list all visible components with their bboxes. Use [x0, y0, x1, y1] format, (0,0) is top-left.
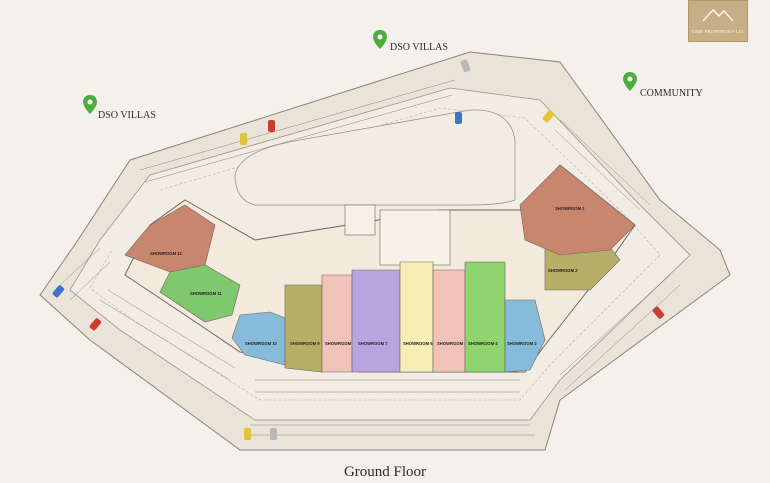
- showroom-area: [504, 299, 546, 373]
- floor-caption: Ground Floor: [343, 464, 427, 480]
- showroom-label: SHOWROOM 2: [548, 268, 578, 273]
- label-dso-villas-left: DSO VILLAS: [98, 110, 156, 121]
- logo-text: TIME PROPERTIES LLC: [691, 29, 745, 34]
- showroom-label: SHOWROOM 10: [245, 341, 278, 346]
- label-dso-villas-top: DSO VILLAS: [390, 42, 448, 53]
- showroom-label: SHOWROOM 4: [468, 341, 498, 346]
- showroom-area: [399, 261, 434, 373]
- car-yellow: [542, 110, 555, 123]
- showroom-area: [284, 284, 323, 373]
- showroom-area: [464, 261, 506, 373]
- car-blue: [455, 112, 462, 124]
- showroom-label: SHOWROOM 1: [555, 206, 585, 211]
- car-yellow: [240, 133, 247, 145]
- showroom-label: SHOWROOM 6: [403, 341, 433, 346]
- parking-stalls: [59, 79, 681, 436]
- drive-lane-line: [89, 107, 661, 401]
- showroom-area: [321, 274, 353, 373]
- car-red: [268, 120, 275, 132]
- car-grey: [270, 428, 277, 440]
- building-core-north: [344, 204, 376, 236]
- showroom-label: SHOWROOM 12: [150, 251, 183, 256]
- location-pin-icon: [83, 95, 97, 114]
- building-core: [379, 209, 451, 266]
- car-red: [652, 306, 665, 319]
- location-pin-icon: [623, 72, 637, 91]
- parked-cars: [52, 59, 665, 440]
- showroom-label: SHOWROOM 7: [358, 341, 388, 346]
- showroom-label: SHOWROOM 3: [507, 341, 537, 346]
- showroom-area: [519, 164, 636, 256]
- showroom-label: SHOWROOM 5: [437, 341, 467, 346]
- car-yellow: [244, 428, 251, 440]
- showroom-area: [351, 269, 401, 373]
- inner-loop-road: [234, 109, 516, 206]
- showroom-area: [432, 269, 466, 373]
- car-blue: [52, 285, 65, 298]
- company-logo: TIME PROPERTIES LLC: [688, 0, 748, 42]
- showroom-label: SHOWROOM 11: [190, 291, 222, 296]
- car-grey: [460, 59, 471, 73]
- label-community: COMMUNITY: [640, 88, 703, 99]
- showroom-label: SHOWROOM 8: [325, 341, 355, 346]
- location-pin-icon: [373, 30, 387, 49]
- car-red: [89, 318, 102, 331]
- showroom-label: SHOWROOM 9: [290, 341, 320, 346]
- showroom-area: [159, 264, 241, 323]
- mountain-logo-icon: [702, 9, 734, 22]
